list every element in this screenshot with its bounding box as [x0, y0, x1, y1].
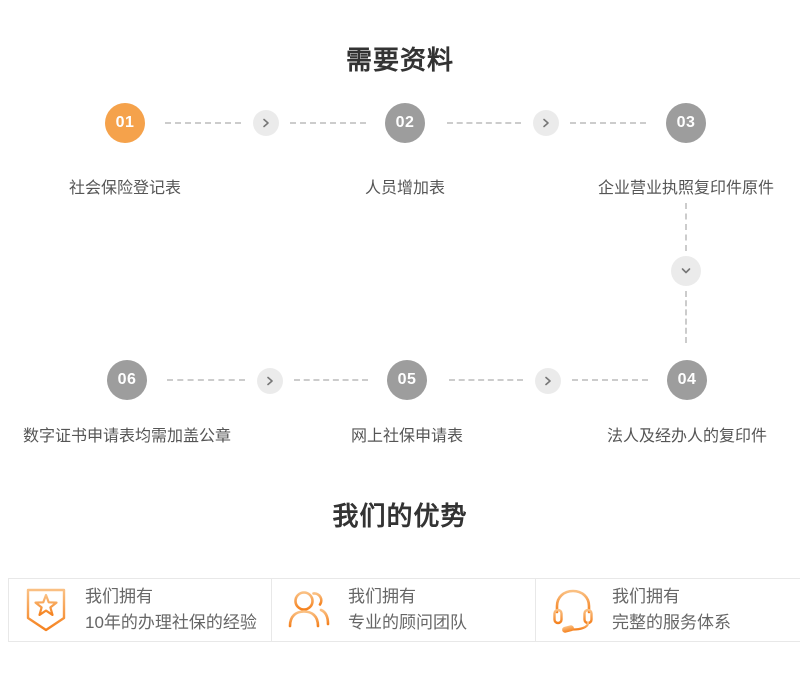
step-circle-03: 03: [666, 103, 706, 143]
advantage-line2: 完整的服务体系: [612, 613, 731, 632]
step-circle-01: 01: [105, 103, 145, 143]
advantage-text: 我们拥有 完整的服务体系: [612, 584, 731, 636]
step-circle-06: 06: [107, 360, 147, 400]
dashed-connector: [449, 379, 523, 381]
advantage-line2: 专业的顾问团队: [348, 613, 467, 632]
step-label-03: 企业营业执照复印件原件: [597, 180, 775, 197]
step-label-01: 社会保险登记表: [68, 180, 182, 197]
dashed-connector: [570, 122, 646, 124]
step-circle-05: 05: [387, 360, 427, 400]
step-label-04: 法人及经办人的复印件: [606, 428, 768, 445]
dashed-connector: [167, 379, 245, 381]
chevron-down-icon: [671, 256, 701, 286]
step-label-02: 人员增加表: [364, 180, 446, 197]
step-number: 03: [676, 114, 696, 131]
star-badge-icon: [23, 585, 69, 635]
advantage-line1: 我们拥有: [612, 587, 680, 606]
advantage-line1: 我们拥有: [85, 587, 153, 606]
dashed-connector: [294, 379, 368, 381]
advantage-text: 我们拥有 10年的办理社保的经验: [85, 584, 257, 636]
dashed-connector: [447, 122, 521, 124]
dashed-connector-vertical: [685, 203, 687, 251]
step-label-06: 数字证书申请表均需加盖公章: [22, 428, 232, 445]
advantage-line2: 10年的办理社保的经验: [85, 613, 257, 632]
dashed-connector: [290, 122, 366, 124]
dashed-connector-vertical: [685, 291, 687, 343]
advantage-card-service: 我们拥有 完整的服务体系: [535, 578, 800, 642]
materials-section-title: 需要资料: [345, 45, 454, 75]
step-number: 01: [115, 114, 135, 131]
dashed-connector: [165, 122, 241, 124]
chevron-right-icon: [535, 368, 561, 394]
step-number: 04: [677, 371, 697, 388]
advantage-text: 我们拥有 专业的顾问团队: [348, 584, 467, 636]
advantage-card-team: 我们拥有 专业的顾问团队: [271, 578, 542, 642]
dashed-connector: [572, 379, 648, 381]
advantage-line1: 我们拥有: [348, 587, 416, 606]
step-number: 05: [397, 371, 417, 388]
step-circle-04: 04: [667, 360, 707, 400]
step-number: 06: [117, 371, 137, 388]
step-number: 02: [395, 114, 415, 131]
step-circle-02: 02: [385, 103, 425, 143]
chevron-right-icon: [253, 110, 279, 136]
advantage-card-experience: 我们拥有 10年的办理社保的经验: [8, 578, 279, 642]
headset-icon: [550, 585, 596, 635]
step-label-05: 网上社保申请表: [350, 428, 464, 445]
chevron-right-icon: [257, 368, 283, 394]
team-icon: [286, 585, 332, 635]
chevron-right-icon: [533, 110, 559, 136]
advantages-section-title: 我们的优势: [332, 501, 468, 531]
